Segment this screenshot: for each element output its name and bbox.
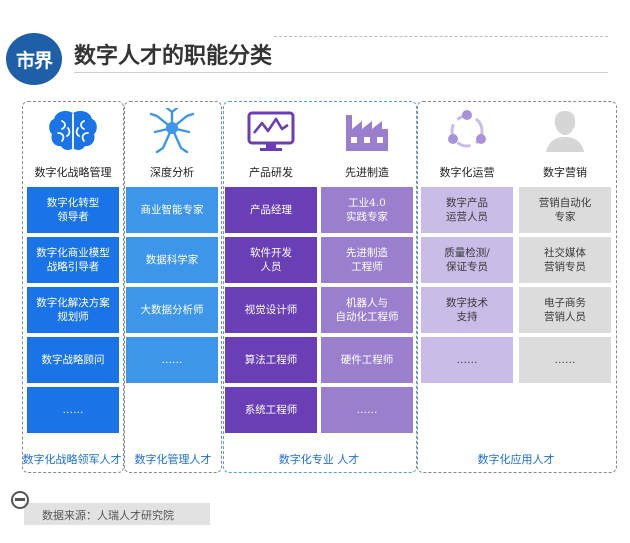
header-divider	[274, 36, 608, 37]
role-cell: 硬件工程师	[321, 337, 413, 383]
role-cell: 产品经理	[225, 187, 317, 233]
column-title: 数字营销	[543, 166, 587, 179]
group-label-application: 数字化应用人才	[477, 453, 555, 466]
role-cell: 机器人与 自动化工程师	[321, 287, 413, 333]
column-title: 先进制造	[345, 166, 389, 179]
group-box-management	[124, 101, 222, 473]
role-cell: ……	[421, 337, 513, 383]
group-box-leader	[22, 101, 124, 473]
role-cell: 数字化转型 领导者	[27, 187, 119, 233]
column-title: 数字化战略管理	[34, 166, 112, 179]
group-label-management: 数字化管理人才	[134, 453, 212, 466]
role-cell: 质量检测/ 保证专员	[421, 237, 513, 283]
role-cell: ……	[27, 387, 119, 433]
role-cell: 商业智能专家	[126, 187, 218, 233]
role-cell: 先进制造 工程师	[321, 237, 413, 283]
person-icon	[546, 111, 584, 152]
role-cell: 社交媒体 营销专员	[519, 237, 611, 283]
column-manufacturing: 先进制造 工业4.0 实践专家 先进制造 工程师 机器人与 自动化工程师 硬件工…	[321, 105, 413, 433]
role-cell: 系统工程师	[225, 387, 317, 433]
role-cell: ……	[519, 337, 611, 383]
monitor-chart-icon	[247, 111, 295, 151]
column-title: 深度分析	[150, 166, 194, 179]
column-operations: 数字化运营 数字产品 运营人员 质量检测/ 保证专员 数字技术 支持 ……	[421, 105, 513, 383]
brand-logo: 市界	[6, 33, 62, 85]
role-cell: 数字技术 支持	[421, 287, 513, 333]
column-title: 产品研发	[249, 166, 293, 179]
group-label-leader: 数字化战略领军人才	[22, 453, 122, 466]
role-cell: 大数据分析师	[126, 287, 218, 333]
column-marketing: 数字营销 营销自动化 专家 社交媒体 营销专员 电子商务 营销人员 ……	[519, 105, 611, 383]
role-cell: 视觉设计师	[225, 287, 317, 333]
neuron-icon	[149, 108, 195, 154]
cycle-icon	[448, 110, 486, 148]
factory-icon	[346, 115, 388, 151]
role-cell: 电子商务 营销人员	[519, 287, 611, 333]
column-analysis: 深度分析 商业智能专家 数据科学家 大数据分析师 ……	[126, 105, 218, 383]
source-text: 数据来源：人瑞人才研究院	[42, 509, 174, 522]
column-strategy: 数字化战略管理 数字化转型 领导者 数字化商业模型 战略引导者 数字化解决方案 …	[27, 105, 119, 433]
group-box-application	[417, 101, 617, 473]
role-cell: 数字化商业模型 战略引导者	[27, 237, 119, 283]
column-title: 数字化运营	[439, 166, 495, 179]
role-cell: 软件开发 人员	[225, 237, 317, 283]
role-cell: 算法工程师	[225, 337, 317, 383]
role-cell: 营销自动化 专家	[519, 187, 611, 233]
source-bar	[24, 503, 210, 525]
brain-icon	[49, 111, 97, 151]
title-underline	[74, 72, 608, 73]
role-cell: ……	[126, 337, 218, 383]
role-cell: 数据科学家	[126, 237, 218, 283]
role-cell: 数字化解决方案 规划师	[27, 287, 119, 333]
group-box-professional	[223, 101, 417, 473]
page-title: 数字人才的职能分类	[74, 44, 273, 69]
role-cell: 数字产品 运营人员	[421, 187, 513, 233]
role-cell: 数字战略顾问	[27, 337, 119, 383]
role-cell: 工业4.0 实践专家	[321, 187, 413, 233]
column-rnd: 产品研发 产品经理 软件开发 人员 视觉设计师 算法工程师 系统工程师	[225, 105, 317, 433]
minus-circle-icon	[11, 491, 29, 509]
role-cell: ……	[321, 387, 413, 433]
group-label-professional: 数字化专业 人才	[278, 453, 360, 466]
